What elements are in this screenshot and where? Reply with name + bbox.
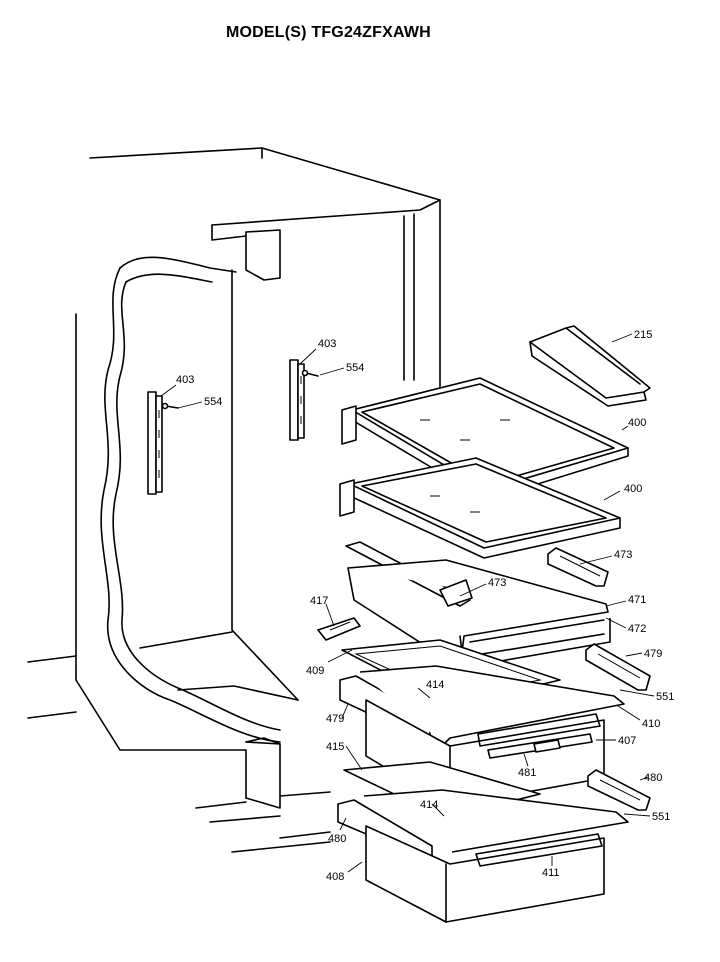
door-bin bbox=[529, 325, 651, 407]
part-label-471: 471 bbox=[628, 594, 646, 606]
part-label-479: 479 bbox=[326, 713, 344, 725]
part-label-472: 472 bbox=[628, 623, 646, 635]
part-label-417: 417 bbox=[310, 595, 328, 607]
drawer-slide bbox=[585, 643, 651, 691]
part-label-415: 415 bbox=[326, 741, 344, 753]
part-label-554: 554 bbox=[204, 396, 222, 408]
part-label-400: 400 bbox=[628, 417, 646, 429]
crisper-drawer-upper bbox=[345, 541, 611, 669]
part-label-403: 403 bbox=[318, 338, 336, 350]
part-label-481: 481 bbox=[518, 767, 536, 779]
part-label-410: 410 bbox=[642, 718, 660, 730]
shelf-support-rail-left bbox=[147, 391, 163, 495]
part-label-411: 411 bbox=[542, 867, 560, 879]
part-label-473: 473 bbox=[488, 577, 506, 589]
drawer-slide bbox=[587, 769, 651, 811]
glass-shelf-upper bbox=[341, 377, 629, 501]
part-label-554: 554 bbox=[346, 362, 364, 374]
glass-shelf-lower bbox=[339, 457, 621, 559]
part-label-403: 403 bbox=[176, 374, 194, 386]
part-label-408: 408 bbox=[326, 871, 344, 883]
shelf-support-rail-right bbox=[289, 359, 305, 441]
leader-lines bbox=[160, 333, 655, 873]
part-labels: 215 400 400 403 403 554 554 473 473 471 … bbox=[176, 329, 674, 883]
part-label-479: 479 bbox=[644, 648, 662, 660]
part-label-551: 551 bbox=[656, 691, 674, 703]
part-label-480: 480 bbox=[644, 772, 662, 784]
part-label-414: 414 bbox=[420, 799, 438, 811]
drawer-cover-bracket bbox=[317, 617, 361, 641]
drawer-slide bbox=[547, 547, 609, 587]
vegetable-drawer-lower bbox=[337, 789, 629, 923]
part-label-400: 400 bbox=[624, 483, 642, 495]
screw bbox=[161, 402, 179, 410]
part-label-414: 414 bbox=[426, 679, 444, 691]
part-label-407: 407 bbox=[618, 735, 636, 747]
part-label-473: 473 bbox=[614, 549, 632, 561]
part-label-409: 409 bbox=[306, 665, 324, 677]
screw bbox=[301, 369, 319, 377]
model-title: MODEL(S) TFG24ZFXAWH bbox=[226, 24, 431, 41]
part-label-480: 480 bbox=[328, 833, 346, 845]
refrigerator-cabinet bbox=[27, 147, 441, 853]
part-label-551: 551 bbox=[652, 811, 670, 823]
part-label-215: 215 bbox=[634, 329, 652, 341]
